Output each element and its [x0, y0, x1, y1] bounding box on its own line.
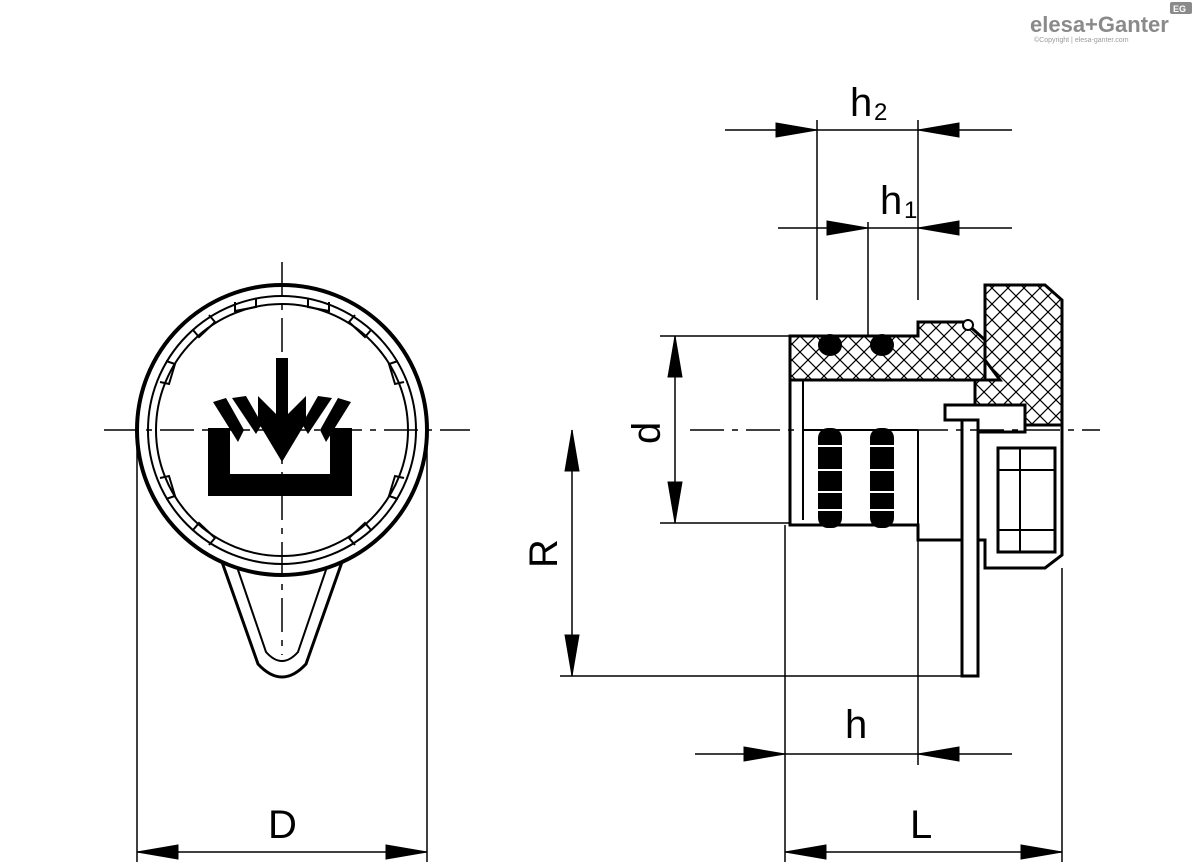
fill-arrow-icon — [208, 358, 352, 496]
dimension-label-D: D — [268, 803, 297, 847]
dimension-label-h2-sub: 2 — [874, 99, 887, 126]
brand-badge: EG — [1173, 4, 1186, 14]
dimension-label-h2: h — [850, 81, 872, 125]
dimension-label-h1: h — [880, 179, 902, 223]
vent-hole — [962, 319, 974, 331]
dipstick-tab — [220, 561, 344, 679]
dimension-R — [560, 429, 962, 677]
dimension-h2 — [725, 120, 1012, 300]
dimension-label-R: R — [522, 539, 566, 568]
front-view — [104, 262, 470, 679]
dimension-d — [660, 335, 790, 524]
dipstick-head — [943, 403, 1027, 434]
side-section-view — [690, 283, 1100, 678]
o-ring-1-top — [818, 334, 842, 356]
o-ring-2-top — [870, 334, 894, 356]
hex-socket — [996, 446, 1057, 554]
hex-socket-lines — [998, 448, 1055, 552]
dimension-label-L: L — [910, 803, 932, 847]
dimension-label-d: d — [625, 422, 669, 444]
dimension-label-h1-sub: 1 — [904, 197, 917, 224]
badge-background — [1170, 2, 1192, 14]
o-ring-2-side — [870, 428, 894, 528]
dimension-D — [136, 432, 428, 862]
dimension-h — [695, 525, 1012, 862]
dipstick-rod — [960, 420, 980, 678]
dimension-label-h: h — [845, 703, 867, 747]
dimension-L — [784, 568, 1063, 862]
dimension-h1 — [778, 220, 1012, 335]
logo-text: elesa+Ganter — [1030, 12, 1169, 37]
dipstick-tab-inner — [235, 563, 329, 662]
brand-logo: elesa+Ganter EG ©Copyright | elesa-gante… — [1030, 2, 1192, 44]
o-ring-1-side — [818, 428, 842, 528]
o-ring-highlights — [818, 445, 894, 511]
copyright-text: ©Copyright | elesa-ganter.com — [1034, 36, 1129, 44]
